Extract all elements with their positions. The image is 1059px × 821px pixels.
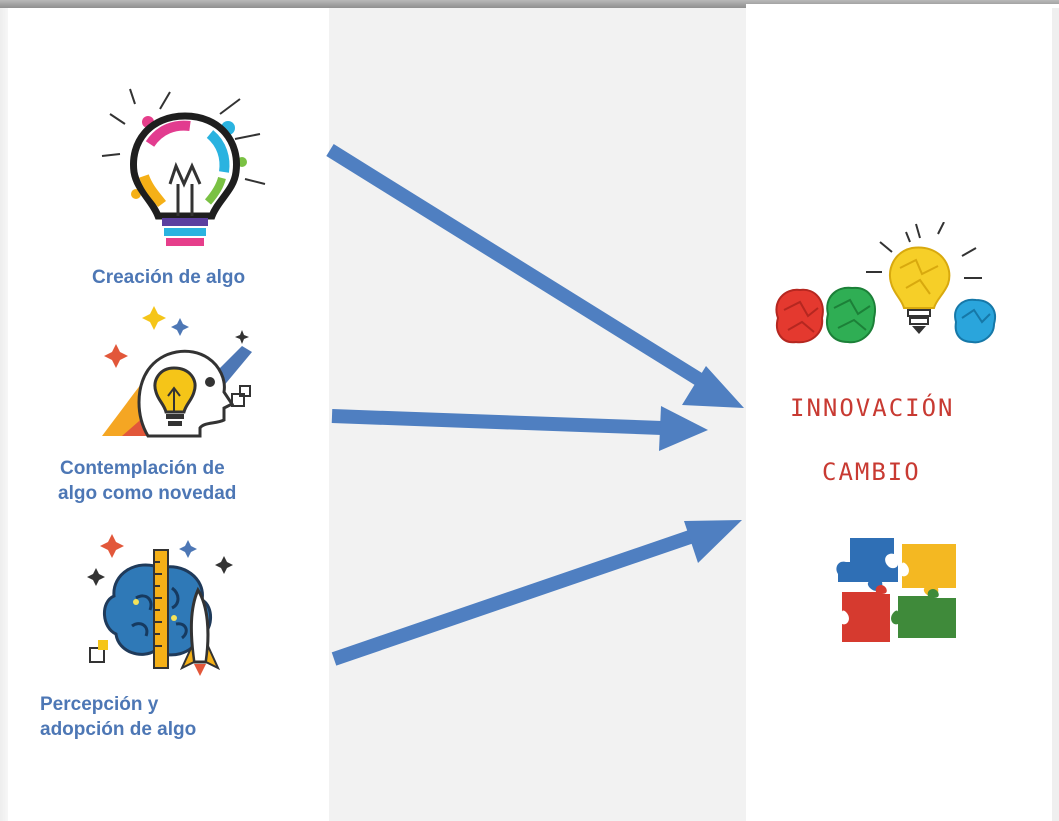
arrow-bottom	[331, 520, 742, 666]
label-contemplation-line1: Contemplación de	[60, 458, 225, 479]
label-perception-line1: Percepción y	[40, 694, 159, 715]
left-edge-strip	[0, 8, 8, 821]
innovation-text: INNOVACIÓN	[790, 394, 955, 422]
arrow-top	[326, 144, 744, 408]
change-text: CAMBIO	[822, 458, 921, 486]
right-panel	[746, 4, 1059, 821]
brain-rocket-icon	[87, 534, 233, 676]
label-contemplation-line2: algo como novedad	[58, 483, 237, 504]
label-perception-line2: adopción de algo	[40, 719, 197, 740]
label-contemplation: Contemplación de algo como novedad	[58, 456, 237, 506]
paint-splash-lightbulb-icon	[101, 88, 266, 246]
puzzle-pieces-icon	[836, 538, 956, 642]
top-border	[0, 0, 1059, 8]
arrow-middle	[331, 406, 708, 451]
label-creation: Creación de algo	[92, 267, 246, 288]
label-perception: Percepción y adopción de algo	[40, 692, 196, 742]
head-lightbulb-idea-icon	[102, 306, 252, 438]
right-edge-strip	[1052, 8, 1059, 821]
crumpled-paper-lightbulb-icon	[775, 222, 996, 344]
